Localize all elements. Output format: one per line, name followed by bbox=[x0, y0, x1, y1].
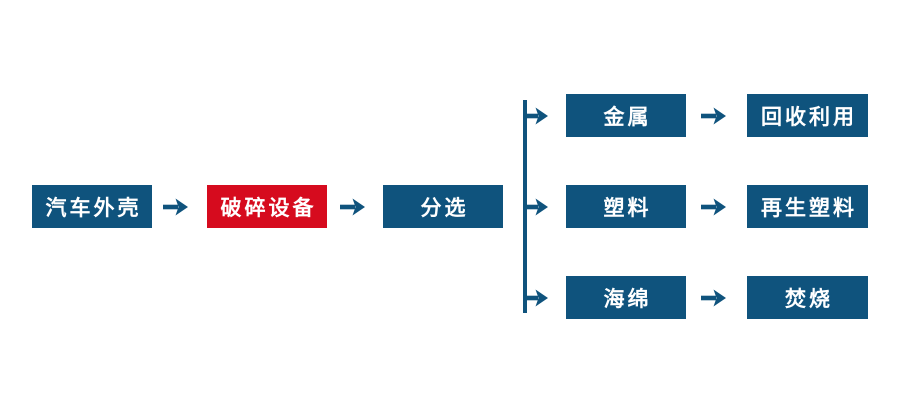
node-metal: 金属 bbox=[566, 94, 686, 137]
node-incineration: 焚烧 bbox=[747, 276, 868, 319]
node-recycling-reuse: 回收利用 bbox=[747, 94, 868, 137]
branch-arrow-icon bbox=[523, 104, 549, 128]
flow-arrow-icon bbox=[163, 195, 189, 219]
node-sponge: 海绵 bbox=[566, 276, 686, 319]
flow-arrow-icon bbox=[701, 104, 727, 128]
node-plastic: 塑料 bbox=[566, 185, 686, 228]
node-sorting: 分选 bbox=[383, 185, 503, 228]
branch-arrow-icon bbox=[523, 195, 549, 219]
node-recycled-plastic: 再生塑料 bbox=[747, 185, 868, 228]
node-crushing-equipment: 破碎设备 bbox=[207, 185, 327, 228]
flow-arrow-icon bbox=[340, 195, 366, 219]
node-car-shell: 汽车外壳 bbox=[32, 185, 152, 228]
flow-arrow-icon bbox=[701, 195, 727, 219]
flow-arrow-icon bbox=[701, 286, 727, 310]
branch-arrow-icon bbox=[523, 286, 549, 310]
